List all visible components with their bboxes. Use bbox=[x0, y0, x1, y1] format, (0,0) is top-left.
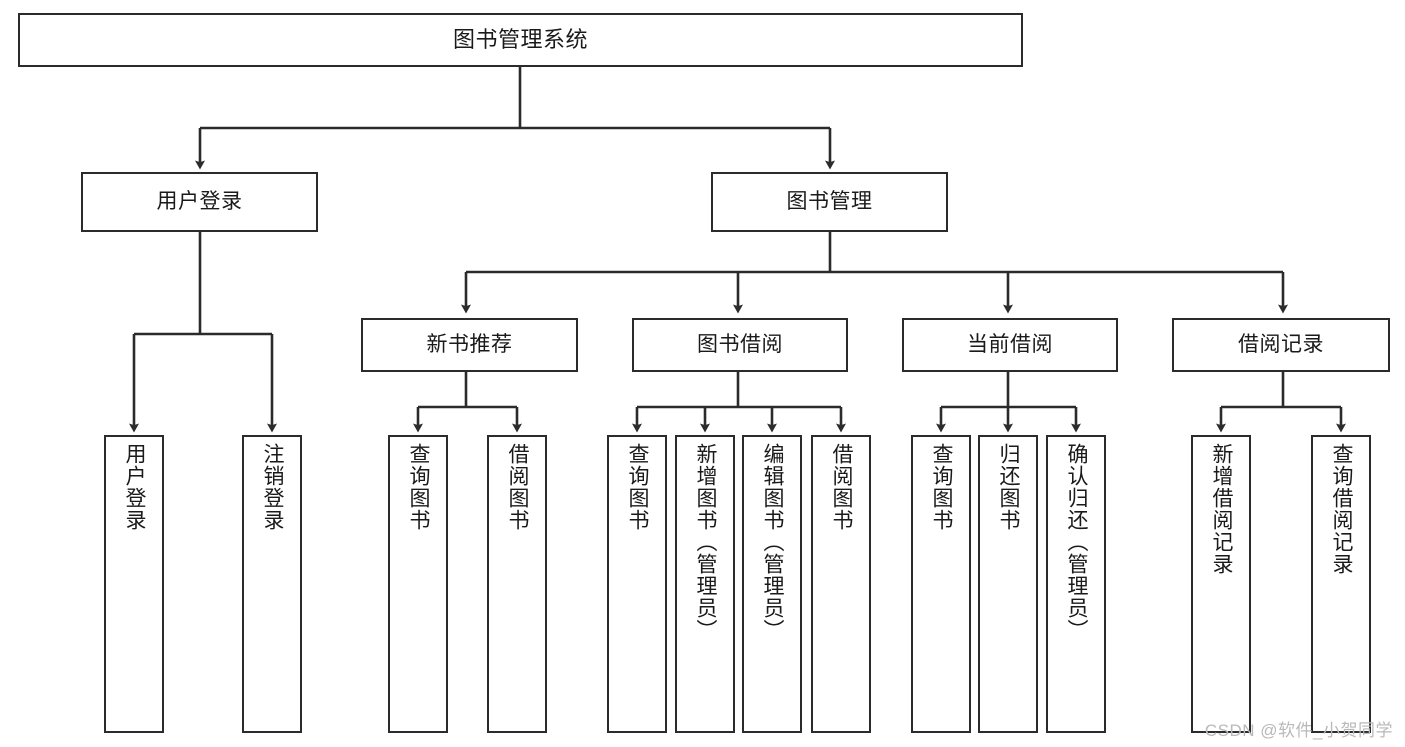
node-leaf-borrow-book-2[interactable]: 借阅图书 bbox=[811, 435, 871, 733]
connector-group-current-borrow bbox=[936, 372, 1081, 433]
node-current-borrow-label: 当前借阅 bbox=[967, 333, 1053, 357]
node-leaf-query-book-2[interactable]: 查询图书 bbox=[607, 435, 667, 733]
node-book-management[interactable]: 图书管理 bbox=[711, 172, 948, 232]
node-leaf-return-book-label: 归还图书 bbox=[997, 443, 1021, 531]
node-book-borrow[interactable]: 图书借阅 bbox=[632, 318, 848, 372]
connector-group-root bbox=[195, 67, 835, 170]
node-leaf-confirm-return-label: 确认归还（管理员） bbox=[1065, 443, 1089, 641]
node-leaf-logout-login-label: 注销登录 bbox=[261, 443, 285, 531]
node-leaf-edit-book-label: 编辑图书（管理员） bbox=[761, 443, 785, 641]
connector-group-borrow-record bbox=[1216, 372, 1346, 433]
node-new-book-recommend[interactable]: 新书推荐 bbox=[361, 318, 578, 372]
node-leaf-borrow-book-1[interactable]: 借阅图书 bbox=[487, 435, 547, 733]
node-leaf-user-login-label: 用户登录 bbox=[123, 443, 147, 531]
node-leaf-logout-login[interactable]: 注销登录 bbox=[242, 435, 302, 733]
node-leaf-add-book-label: 新增图书（管理员） bbox=[694, 443, 718, 641]
node-new-book-recommend-label: 新书推荐 bbox=[426, 333, 513, 357]
node-root-system[interactable]: 图书管理系统 bbox=[18, 13, 1023, 67]
node-borrow-record-label: 借阅记录 bbox=[1238, 333, 1324, 357]
node-leaf-confirm-return[interactable]: 确认归还（管理员） bbox=[1046, 435, 1106, 733]
node-borrow-record[interactable]: 借阅记录 bbox=[1172, 318, 1390, 372]
node-leaf-borrow-book-1-label: 借阅图书 bbox=[506, 443, 530, 531]
connector-group-user-login bbox=[129, 232, 277, 433]
node-leaf-edit-book[interactable]: 编辑图书（管理员） bbox=[742, 435, 802, 733]
node-leaf-user-login[interactable]: 用户登录 bbox=[104, 435, 164, 733]
node-leaf-query-book-3[interactable]: 查询图书 bbox=[911, 435, 971, 733]
node-leaf-add-book[interactable]: 新增图书（管理员） bbox=[675, 435, 735, 733]
node-leaf-query-book-3-label: 查询图书 bbox=[930, 443, 954, 531]
node-current-borrow[interactable]: 当前借阅 bbox=[902, 318, 1118, 372]
node-leaf-query-record[interactable]: 查询借阅记录 bbox=[1311, 435, 1371, 733]
node-leaf-add-record[interactable]: 新增借阅记录 bbox=[1191, 435, 1251, 733]
node-book-management-label: 图书管理 bbox=[786, 190, 873, 214]
node-book-borrow-label: 图书借阅 bbox=[697, 333, 783, 357]
node-user-login[interactable]: 用户登录 bbox=[81, 172, 318, 232]
node-leaf-query-record-label: 查询借阅记录 bbox=[1330, 443, 1354, 575]
node-leaf-borrow-book-2-label: 借阅图书 bbox=[830, 443, 854, 531]
node-leaf-return-book[interactable]: 归还图书 bbox=[978, 435, 1038, 733]
node-root-system-label: 图书管理系统 bbox=[452, 26, 588, 52]
node-leaf-query-book-2-label: 查询图书 bbox=[626, 443, 650, 531]
connector-group-book-management bbox=[461, 232, 1288, 314]
connector-group-new-book-recommend bbox=[413, 372, 522, 433]
connector-group-book-borrow bbox=[632, 372, 846, 433]
node-leaf-query-book-1-label: 查询图书 bbox=[407, 443, 431, 531]
node-leaf-add-record-label: 新增借阅记录 bbox=[1210, 443, 1234, 575]
node-leaf-query-book-1[interactable]: 查询图书 bbox=[388, 435, 448, 733]
node-user-login-label: 用户登录 bbox=[156, 190, 243, 214]
